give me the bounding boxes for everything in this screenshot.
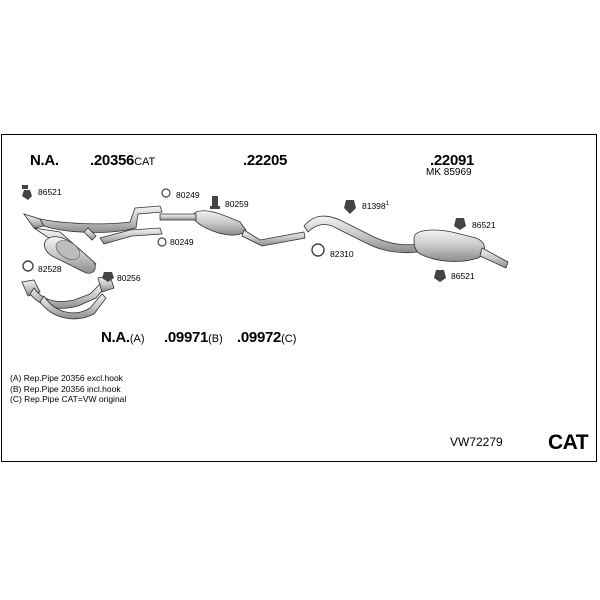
clamp-82528-icon	[22, 260, 34, 272]
clamp-82310-icon	[311, 243, 325, 257]
rear-silencer-part-number: .22091	[430, 152, 475, 169]
catalytic-converter-pipe	[22, 205, 163, 271]
rear-silencer	[303, 215, 509, 269]
notes-list: (A) Rep.Pipe 20356 excl.hook (B) Rep.Pip…	[10, 373, 126, 405]
option-09971: .09971(B)	[164, 329, 223, 346]
part-label-80259: 80259	[225, 199, 249, 209]
diagram-frame	[1, 134, 597, 462]
catalytic-converter-body	[44, 236, 96, 274]
hanger-86521-front-icon	[22, 185, 32, 200]
na-label: N.A.	[30, 152, 59, 169]
rear-silencer-mounting-kit: MK 85969	[426, 167, 472, 178]
part-label-86521-rear-top: 86521	[472, 220, 496, 230]
clamp-80249-top-icon	[161, 188, 171, 198]
front-downpipe	[21, 275, 115, 320]
option-na: N.A.(A)	[101, 329, 145, 346]
note-c: (C) Rep.Pipe CAT=VW original	[10, 394, 127, 404]
part-label-80256: 80256	[117, 273, 141, 283]
note-b: (B) Rep.Pipe 20356 incl.hook	[10, 383, 121, 394]
hanger-86521-rear-bottom-icon	[434, 270, 446, 282]
part-label-80249-bottom: 80249	[170, 237, 194, 247]
kit-type-cat: CAT	[548, 431, 589, 454]
note-a: (A) Rep.Pipe 20356 excl.hook	[10, 373, 123, 383]
middle-silencer	[159, 210, 306, 247]
hanger-80259-icon	[210, 196, 220, 209]
option-09972: .09972(C)	[237, 329, 297, 346]
hanger-81398-icon	[344, 200, 356, 214]
part-label-81398: 813981	[362, 200, 389, 211]
catalytic-converter-part-number: .20356CAT	[90, 152, 156, 169]
gasket-80256-icon	[102, 272, 114, 282]
part-label-82528: 82528	[38, 264, 62, 274]
part-label-86521-front: 86521	[38, 187, 62, 197]
kit-code: VW72279	[450, 435, 503, 449]
part-label-80249-top: 80249	[176, 190, 200, 200]
middle-silencer-part-number: .22205	[243, 152, 288, 169]
clamp-80249-bottom-icon	[157, 237, 167, 247]
part-label-86521-rear-bottom: 86521	[451, 271, 475, 281]
part-label-82310: 82310	[330, 249, 354, 259]
hanger-86521-rear-top-icon	[454, 218, 466, 230]
